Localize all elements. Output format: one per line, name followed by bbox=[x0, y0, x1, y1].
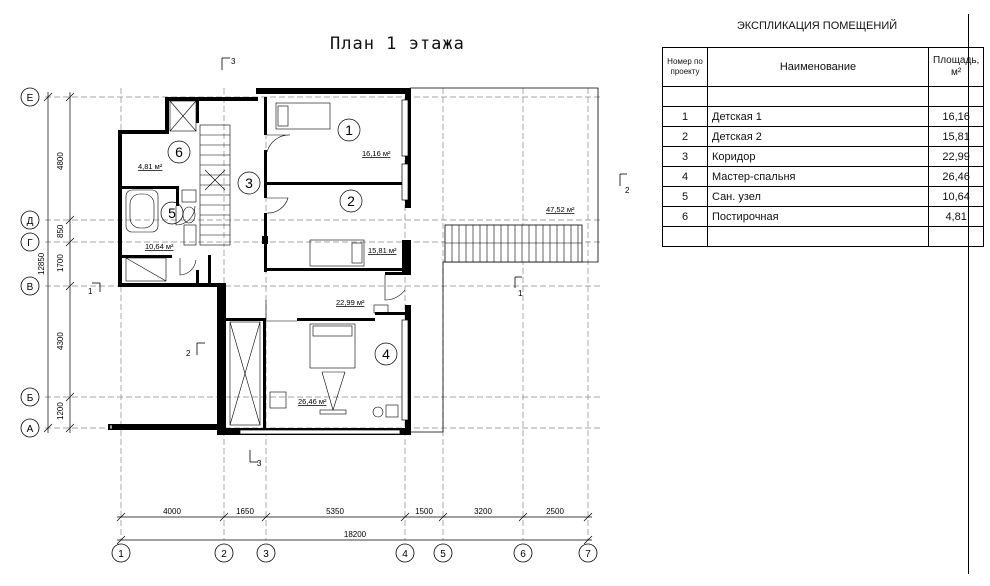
furniture bbox=[269, 102, 399, 418]
axis-row-b: Б bbox=[27, 393, 34, 404]
section-mark-2-bottom: 2 bbox=[186, 349, 191, 358]
explication-title: ЭКСПЛИКАЦИЯ ПОМЕЩЕНИЙ bbox=[736, 20, 898, 32]
row-area: 26,46 bbox=[927, 166, 985, 187]
frame-border bbox=[968, 14, 969, 574]
axis-row-g: Г bbox=[27, 238, 33, 249]
section-mark-2-right: 2 bbox=[625, 186, 630, 195]
table-row: 3 Коридор 22,99 bbox=[662, 146, 985, 167]
axis-col-1: 1 bbox=[118, 549, 124, 560]
dim-col-3: 5350 bbox=[326, 507, 344, 516]
header-area: Площадь, м² bbox=[927, 47, 985, 87]
room-number-6: 6 bbox=[175, 144, 183, 160]
axis-col-2: 2 bbox=[221, 549, 227, 560]
axis-col-3: 3 bbox=[263, 549, 269, 560]
room-area-2: 15,81 м² bbox=[368, 246, 397, 255]
section-marks bbox=[92, 57, 627, 463]
dim-col-6: 2500 bbox=[546, 507, 564, 516]
row-name: Мастер-спальня bbox=[707, 166, 929, 187]
axis-col-6: 6 bbox=[520, 549, 526, 560]
table-header-row: Номер по проекту Наименование Площадь, м… bbox=[662, 47, 985, 87]
bathroom-fixtures bbox=[125, 189, 197, 282]
doors bbox=[175, 134, 406, 322]
axis-row-e: Е bbox=[27, 93, 34, 104]
row-name: Детская 1 bbox=[707, 106, 929, 127]
row-name: Детская 2 bbox=[707, 126, 929, 147]
dim-row-5: 1200 bbox=[56, 402, 65, 420]
room-number-1: 1 bbox=[345, 122, 353, 138]
room-area-5: 10,64 м² bbox=[145, 242, 174, 251]
room-area-3: 22,99 м² bbox=[336, 298, 365, 307]
dim-row-2: 850 bbox=[56, 224, 65, 238]
room-number-5: 5 bbox=[168, 205, 176, 221]
dim-col-total: 18200 bbox=[344, 530, 367, 539]
table-row: 5 Сан. узел 10,64 bbox=[662, 186, 985, 207]
row-area: 22,99 bbox=[927, 146, 985, 167]
room-area-4: 26,46 м² bbox=[298, 397, 327, 406]
dim-row-1: 4800 bbox=[56, 152, 65, 170]
dim-row-4: 4300 bbox=[56, 332, 65, 350]
axis-col-7: 7 bbox=[585, 549, 591, 560]
col-axis-markers: 1 2 3 4 5 6 7 bbox=[111, 543, 598, 563]
dim-col-2: 1650 bbox=[236, 507, 254, 516]
header-num: Номер по проекту bbox=[662, 47, 708, 87]
room-area-1: 16,16 м² bbox=[362, 149, 391, 158]
stair bbox=[169, 100, 231, 246]
windows bbox=[109, 99, 409, 435]
exterior-walls bbox=[108, 88, 411, 435]
row-num: 4 bbox=[662, 166, 708, 187]
row-num: 3 bbox=[662, 146, 708, 167]
dim-col-5: 3200 bbox=[474, 507, 492, 516]
dim-row-3: 1700 bbox=[56, 254, 65, 272]
terrace-area: 47,52 м² bbox=[546, 205, 575, 214]
table-row: 6 Постирочная 4,81 bbox=[662, 206, 985, 227]
axis-row-d: Д bbox=[27, 216, 34, 227]
row-area: 10,64 bbox=[927, 186, 985, 207]
room-area-6: 4,81 м² bbox=[138, 162, 163, 171]
row-area: 4,81 bbox=[927, 206, 985, 227]
table-row-empty bbox=[662, 86, 985, 107]
row-num: 5 bbox=[662, 186, 708, 207]
room-number-3: 3 bbox=[245, 175, 253, 191]
row-area: 16,16 bbox=[927, 106, 985, 127]
section-mark-1-left: 1 bbox=[88, 287, 93, 296]
axis-col-4: 4 bbox=[402, 549, 408, 560]
row-num: 1 bbox=[662, 106, 708, 127]
header-name: Наименование bbox=[707, 47, 929, 87]
table-row: 1 Детская 1 16,16 bbox=[662, 106, 985, 127]
room-number-2: 2 bbox=[347, 193, 355, 209]
interior-walls bbox=[122, 97, 411, 428]
grid-lines bbox=[45, 88, 600, 540]
table-row: 4 Мастер-спальня 26,46 bbox=[662, 166, 985, 187]
row-name: Сан. узел bbox=[707, 186, 929, 207]
explication-table: Номер по проекту Наименование Площадь, м… bbox=[662, 47, 985, 247]
row-area: 15,81 bbox=[927, 126, 985, 147]
axis-col-5: 5 bbox=[440, 549, 446, 560]
axis-row-a: А bbox=[27, 424, 34, 435]
row-axis-markers: Е Д Г В Б А bbox=[20, 87, 40, 438]
room-number-4: 4 bbox=[382, 346, 390, 362]
row-num: 2 bbox=[662, 126, 708, 147]
table-row: 2 Детская 2 15,81 bbox=[662, 126, 985, 147]
row-num: 6 bbox=[662, 206, 708, 227]
table-row-empty bbox=[662, 226, 985, 247]
drawing-title: План 1 этажа bbox=[330, 34, 465, 54]
left-dimensions bbox=[43, 92, 75, 433]
wardrobe bbox=[229, 321, 261, 426]
section-mark-3-bottom: 3 bbox=[257, 459, 262, 468]
bottom-dimensions bbox=[116, 512, 593, 545]
axis-row-v: В bbox=[27, 282, 34, 293]
dim-row-total: 12850 bbox=[37, 252, 46, 275]
dim-col-4: 1500 bbox=[415, 507, 433, 516]
terrace bbox=[410, 87, 599, 433]
section-mark-1-right: 1 bbox=[518, 289, 523, 298]
row-name: Коридор bbox=[707, 146, 929, 167]
section-mark-3-top: 3 bbox=[231, 57, 236, 66]
row-name: Постирочная bbox=[707, 206, 929, 227]
dim-col-1: 4000 bbox=[163, 507, 181, 516]
